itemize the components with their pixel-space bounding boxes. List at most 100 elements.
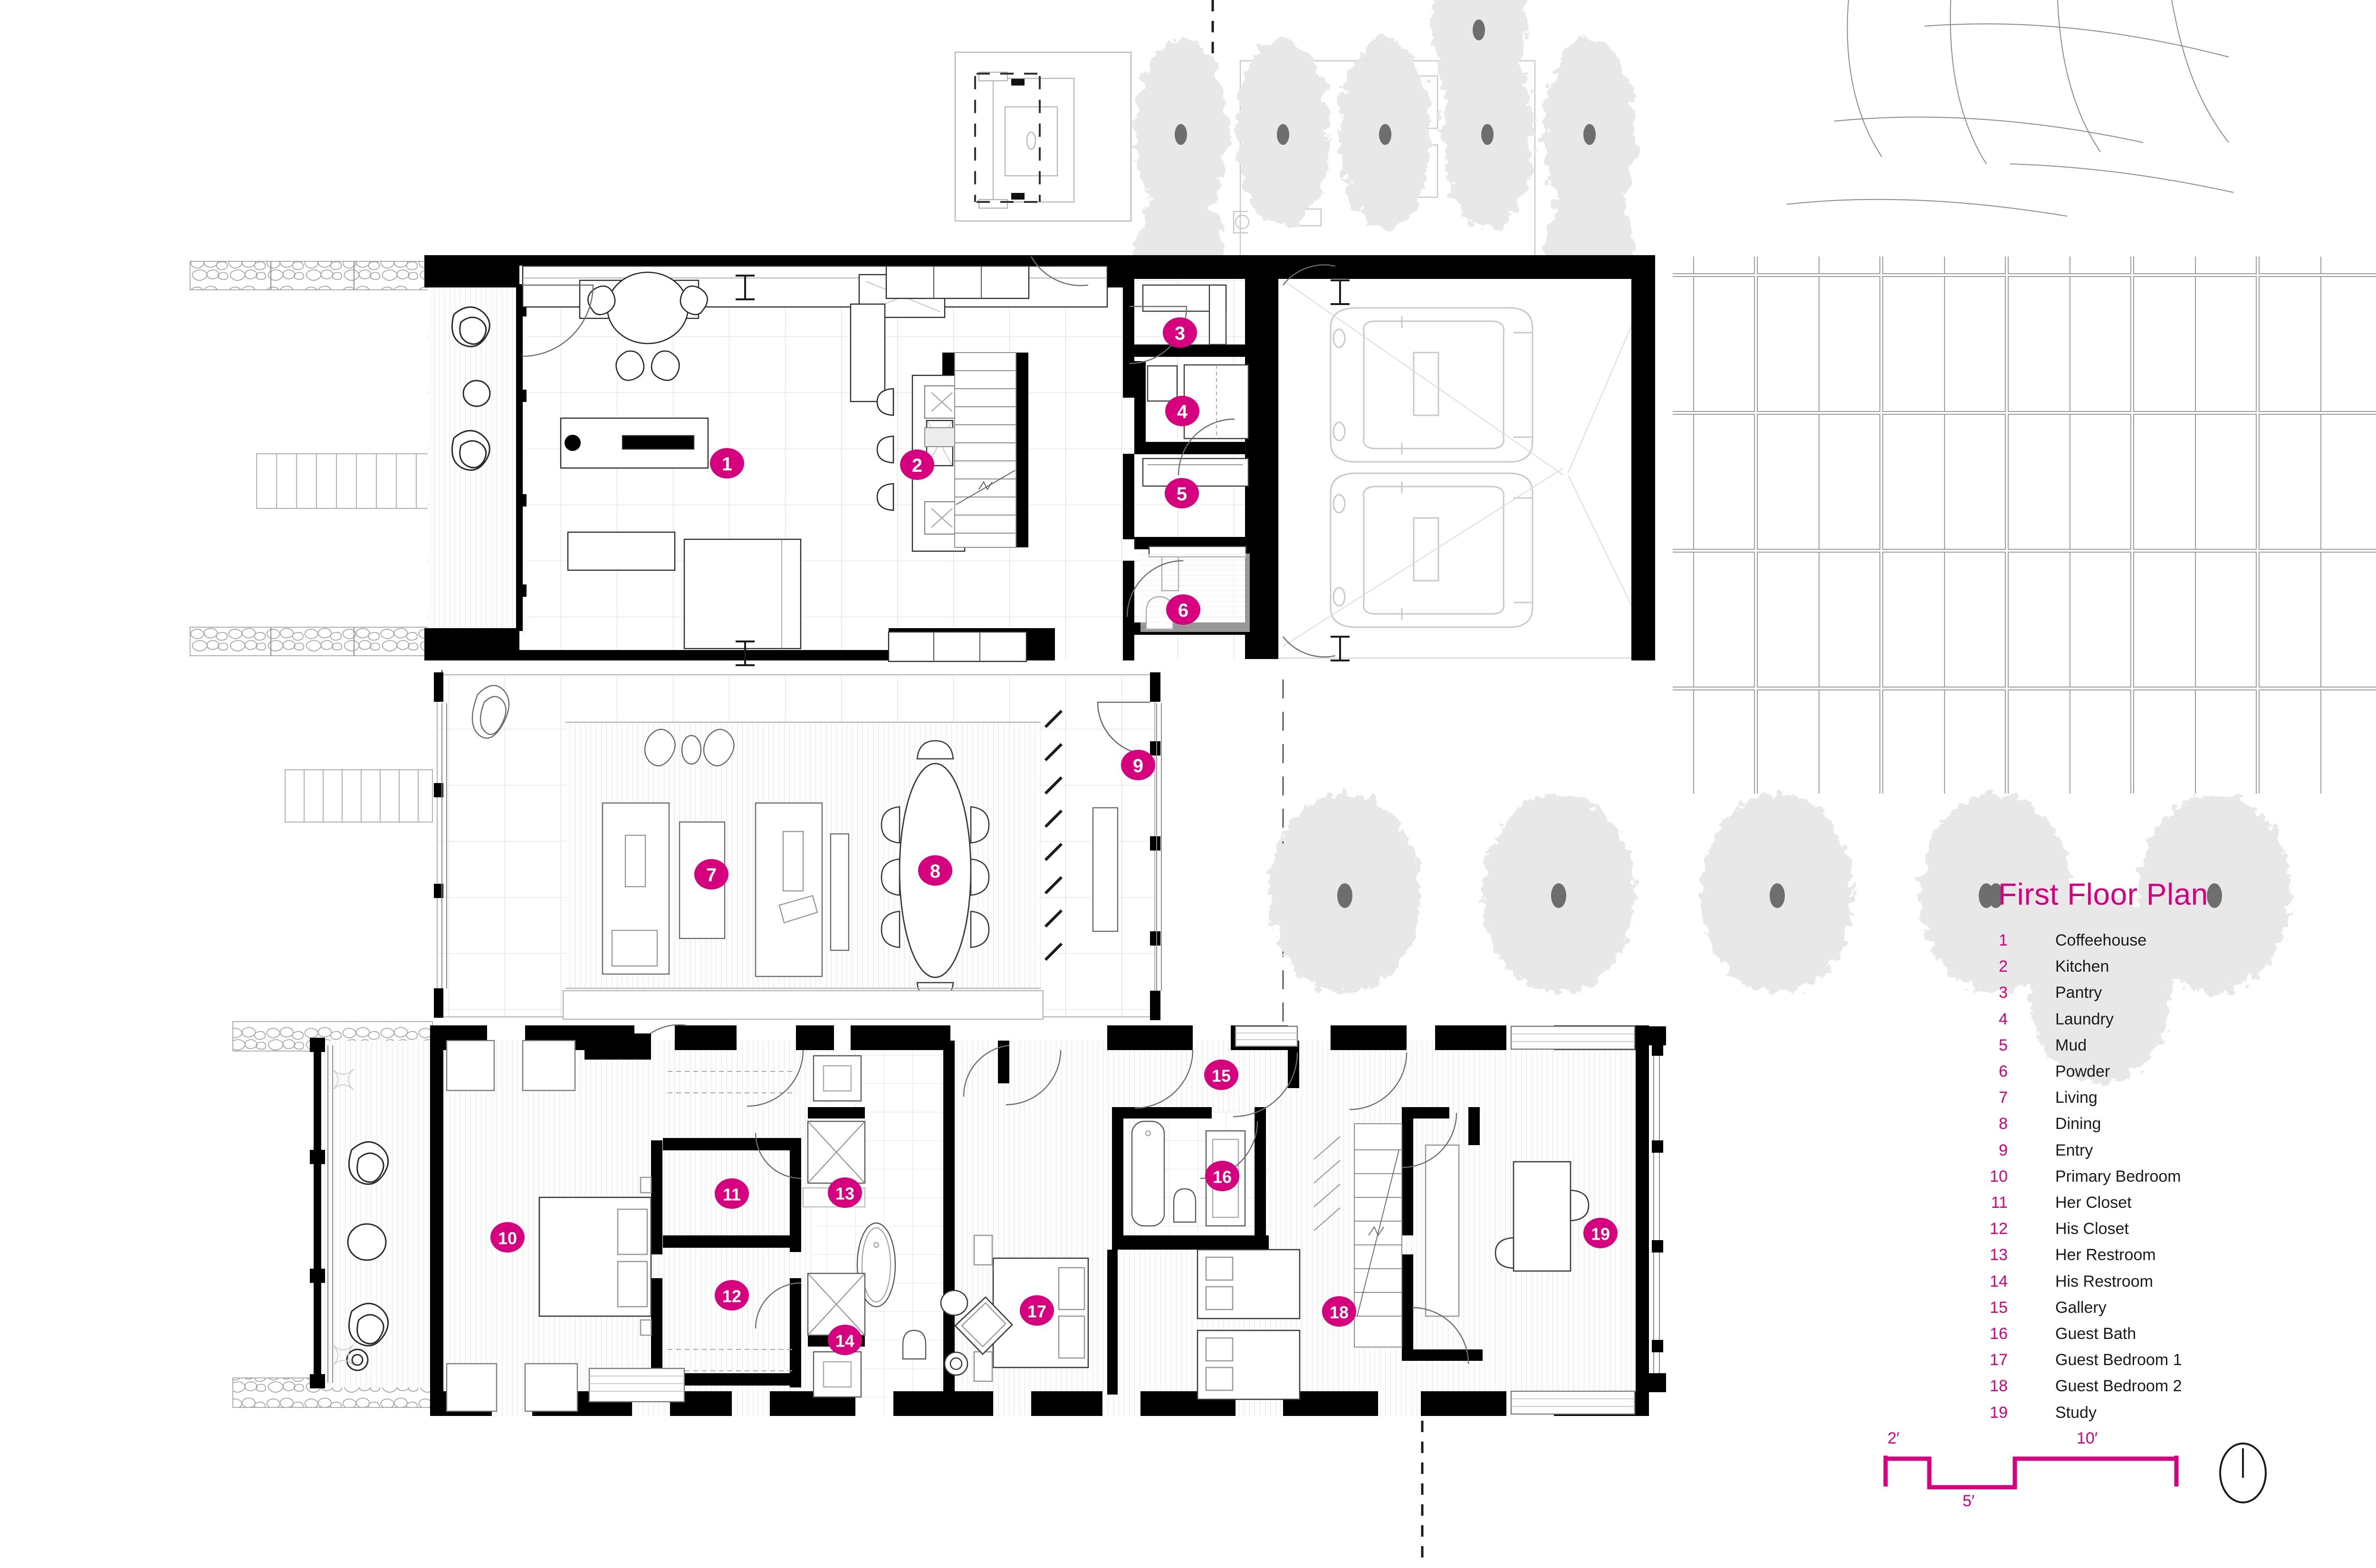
legend-number-17: 17 bbox=[1990, 1351, 2008, 1369]
legend-label-dining: Dining bbox=[2055, 1115, 2101, 1133]
room-marker-mud[interactable]: 5 bbox=[1165, 478, 1199, 508]
room-marker-coffeehouse[interactable]: 1 bbox=[710, 448, 744, 478]
svg-text:5: 5 bbox=[1177, 484, 1187, 505]
legend-number-6: 6 bbox=[1999, 1062, 2008, 1080]
scale-label-5ft: 5′ bbox=[1963, 1492, 1975, 1510]
site-fixture bbox=[1011, 193, 1025, 200]
legend-label-guest-bedroom-2: Guest Bedroom 2 bbox=[2055, 1377, 2182, 1396]
room-marker-dining[interactable]: 8 bbox=[918, 855, 952, 886]
living-furniture bbox=[471, 685, 850, 977]
stair-guest bbox=[1354, 1123, 1402, 1348]
scale-label-2ft: 2′ bbox=[1887, 1429, 1900, 1447]
svg-text:16: 16 bbox=[1213, 1167, 1232, 1187]
middle-structure-lines bbox=[436, 674, 1156, 1020]
svg-text:4: 4 bbox=[1177, 402, 1188, 422]
legend-number-3: 3 bbox=[1999, 984, 2008, 1002]
floor-garage bbox=[1278, 268, 1654, 659]
svg-text:6: 6 bbox=[1178, 600, 1188, 621]
room-marker-primary-bedroom[interactable]: 10 bbox=[490, 1222, 525, 1252]
legend-number-13: 13 bbox=[1990, 1246, 2008, 1264]
study-desk bbox=[1425, 1144, 1590, 1317]
legend-label-her-closet: Her Closet bbox=[2055, 1194, 2132, 1212]
legend-number-5: 5 bbox=[1999, 1036, 2008, 1054]
guest2-closet bbox=[1313, 1136, 1341, 1231]
legend-label-guest-bath: Guest Bath bbox=[2055, 1325, 2136, 1343]
legend-number-7: 7 bbox=[1999, 1089, 2008, 1107]
legend-number-8: 8 bbox=[1999, 1115, 2008, 1133]
legend-number-9: 9 bbox=[1999, 1141, 2008, 1159]
svg-text:15: 15 bbox=[1212, 1066, 1231, 1086]
room-marker-guest-bath[interactable]: 16 bbox=[1205, 1161, 1239, 1191]
svg-text:9: 9 bbox=[1133, 755, 1143, 776]
legend-label-pantry: Pantry bbox=[2055, 984, 2102, 1002]
kitchen-range bbox=[924, 385, 959, 535]
room-marker-her-closet[interactable]: 11 bbox=[715, 1178, 749, 1209]
scale-label-10ft: 10′ bbox=[2077, 1429, 2098, 1447]
svg-text:19: 19 bbox=[1591, 1224, 1610, 1244]
site-exterior-steps bbox=[256, 453, 433, 823]
legend-label-her-restroom: Her Restroom bbox=[2055, 1246, 2156, 1264]
primary-bed bbox=[538, 1176, 652, 1336]
legend-label-coffeehouse: Coffeehouse bbox=[2055, 931, 2147, 949]
room-marker-guest-bedroom-2[interactable]: 18 bbox=[1322, 1296, 1356, 1327]
legend-number-19: 19 bbox=[1990, 1403, 2008, 1422]
legend-label-his-closet: His Closet bbox=[2055, 1220, 2129, 1238]
room-marker-powder[interactable]: 6 bbox=[1166, 594, 1200, 625]
room-marker-entry[interactable]: 9 bbox=[1121, 750, 1155, 780]
svg-text:12: 12 bbox=[722, 1287, 741, 1306]
coffeehouse-round-table bbox=[587, 271, 708, 381]
door-swings-south bbox=[633, 1024, 1469, 1364]
scale-bar bbox=[1883, 1455, 2179, 1490]
legend-number-16: 16 bbox=[1990, 1325, 2008, 1343]
room-marker-his-restroom[interactable]: 14 bbox=[828, 1325, 862, 1355]
legend-label-kitchen: Kitchen bbox=[2055, 957, 2109, 976]
legend-number-14: 14 bbox=[1990, 1272, 2008, 1291]
site-fixture bbox=[1011, 79, 1025, 86]
entry-hatch bbox=[1044, 709, 1063, 961]
stair-north bbox=[954, 352, 1016, 548]
legend-number-4: 4 bbox=[1999, 1010, 2008, 1028]
room-marker-her-restroom[interactable]: 13 bbox=[828, 1177, 862, 1208]
legend-number-12: 12 bbox=[1990, 1220, 2008, 1238]
legend-number-1: 1 bbox=[1999, 931, 2008, 949]
legend-label-study: Study bbox=[2055, 1403, 2097, 1422]
site-paving-right bbox=[1673, 257, 2376, 794]
room-marker-laundry[interactable]: 4 bbox=[1165, 396, 1199, 426]
room-marker-pantry[interactable]: 3 bbox=[1163, 317, 1197, 348]
glass-wall-east-study bbox=[1649, 1026, 1666, 1392]
legend-label-guest-bedroom-1: Guest Bedroom 1 bbox=[2055, 1351, 2182, 1369]
middle-wall-segments bbox=[434, 672, 1160, 1020]
legend-number-15: 15 bbox=[1990, 1298, 2008, 1317]
room-marker-kitchen[interactable]: 2 bbox=[900, 449, 934, 480]
guest-lounge-chair bbox=[940, 1290, 1013, 1376]
ceiling-fan-curves bbox=[332, 1069, 354, 1366]
room-marker-his-closet[interactable]: 12 bbox=[715, 1280, 749, 1310]
tree-row-bottom bbox=[1269, 794, 2290, 1083]
restroom-fixtures bbox=[802, 1055, 927, 1398]
room-marker-guest-bedroom-1[interactable]: 17 bbox=[1020, 1295, 1054, 1326]
svg-text:2: 2 bbox=[912, 455, 922, 476]
site-curved-drive bbox=[1786, 0, 2234, 217]
legend-label-entry: Entry bbox=[2055, 1141, 2093, 1159]
room-marker-study[interactable]: 19 bbox=[1583, 1218, 1618, 1248]
legend-label-mud: Mud bbox=[2055, 1036, 2087, 1054]
svg-text:7: 7 bbox=[706, 865, 717, 886]
legend-label-primary-bedroom: Primary Bedroom bbox=[2055, 1167, 2181, 1186]
site-pool-dashes bbox=[974, 73, 1041, 203]
svg-text:8: 8 bbox=[930, 861, 940, 882]
room-marker-living[interactable]: 7 bbox=[694, 859, 728, 889]
svg-text:10: 10 bbox=[498, 1229, 517, 1248]
kitchen-millwork bbox=[522, 265, 1108, 662]
car-1 bbox=[1330, 307, 1533, 463]
svg-text:17: 17 bbox=[1027, 1302, 1046, 1321]
legend-label-living: Living bbox=[2055, 1089, 2098, 1107]
legend-number-11: 11 bbox=[1991, 1194, 2008, 1212]
legend-label-powder: Powder bbox=[2055, 1062, 2110, 1080]
patio-chairs-south bbox=[346, 1141, 389, 1371]
north-arrow bbox=[2219, 1443, 2267, 1503]
legend-label-laundry: Laundry bbox=[2055, 1010, 2114, 1028]
room-marker-gallery[interactable]: 15 bbox=[1204, 1060, 1238, 1090]
